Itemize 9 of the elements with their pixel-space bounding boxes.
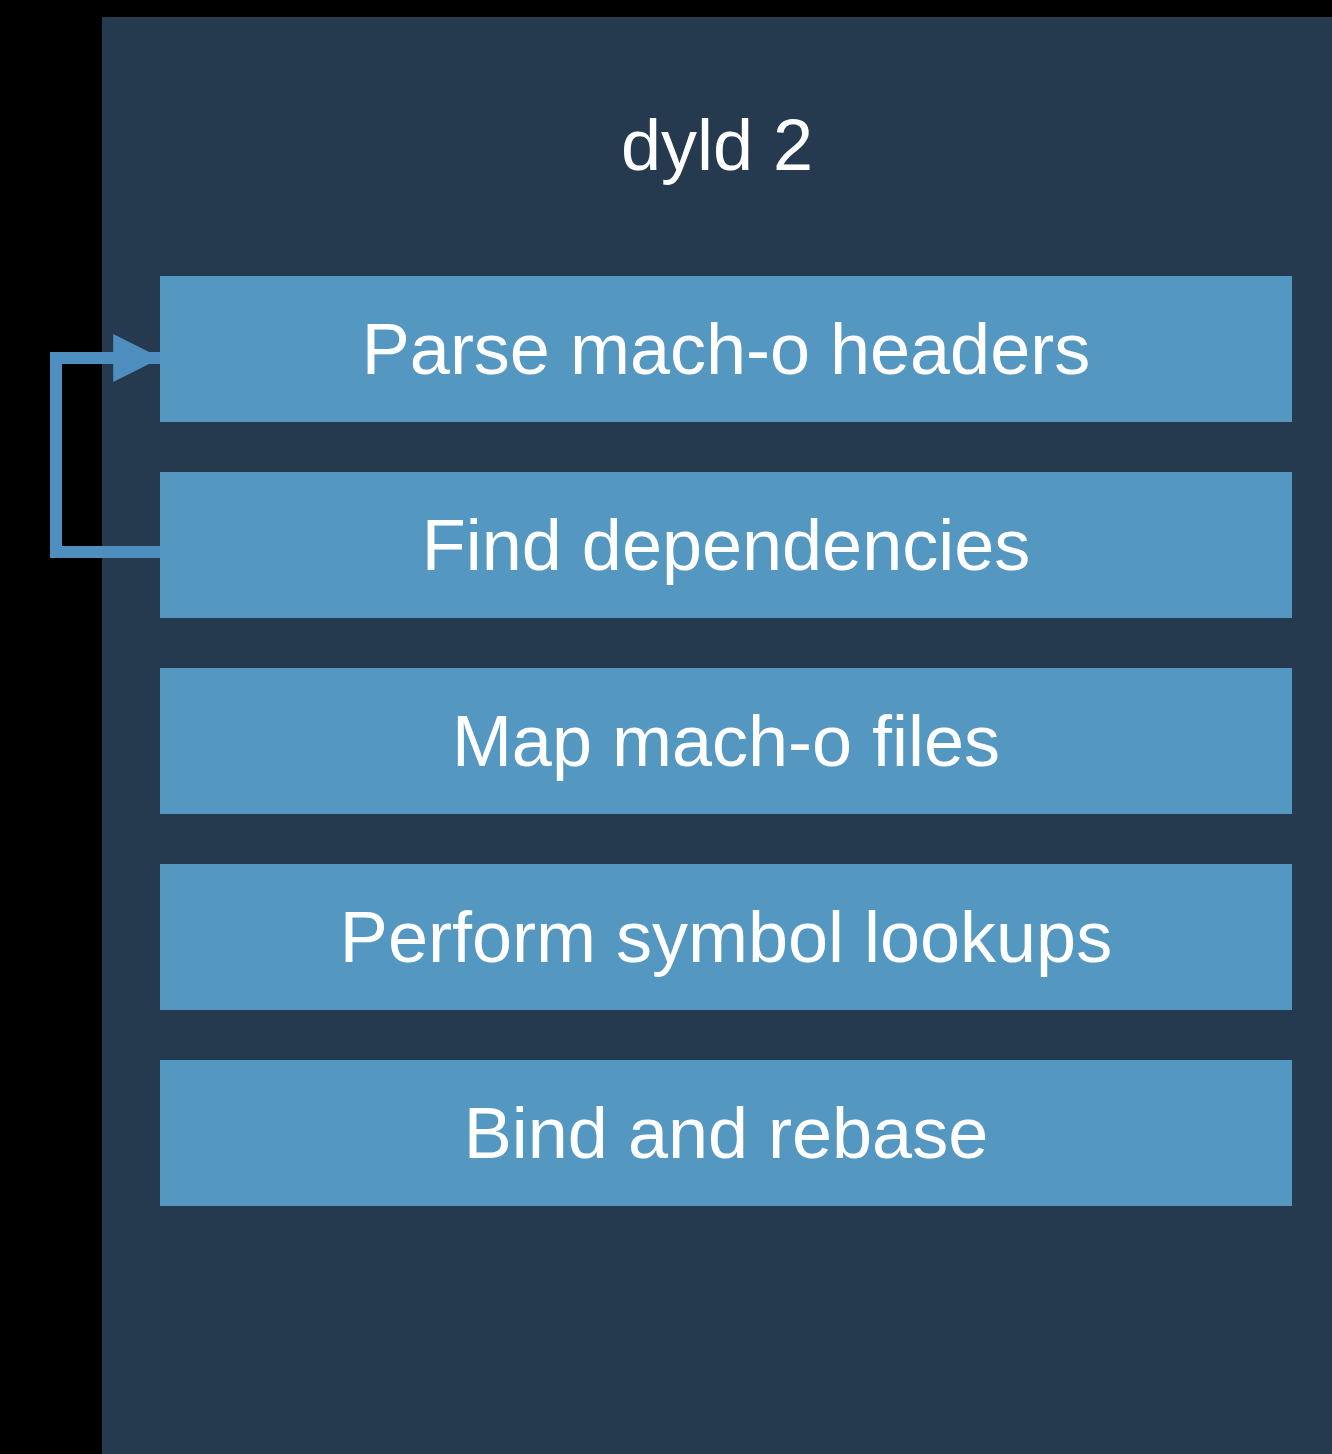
process-box — [160, 864, 1292, 1010]
loop-arrow — [50, 334, 162, 558]
process-box — [160, 472, 1292, 618]
panel — [102, 17, 1332, 1454]
process-box — [160, 668, 1292, 814]
step-label: Bind and rebase — [463, 1097, 989, 1169]
process-box — [160, 276, 1292, 422]
process-box — [160, 1060, 1292, 1206]
step-label: Parse mach-o headers — [361, 313, 1091, 385]
